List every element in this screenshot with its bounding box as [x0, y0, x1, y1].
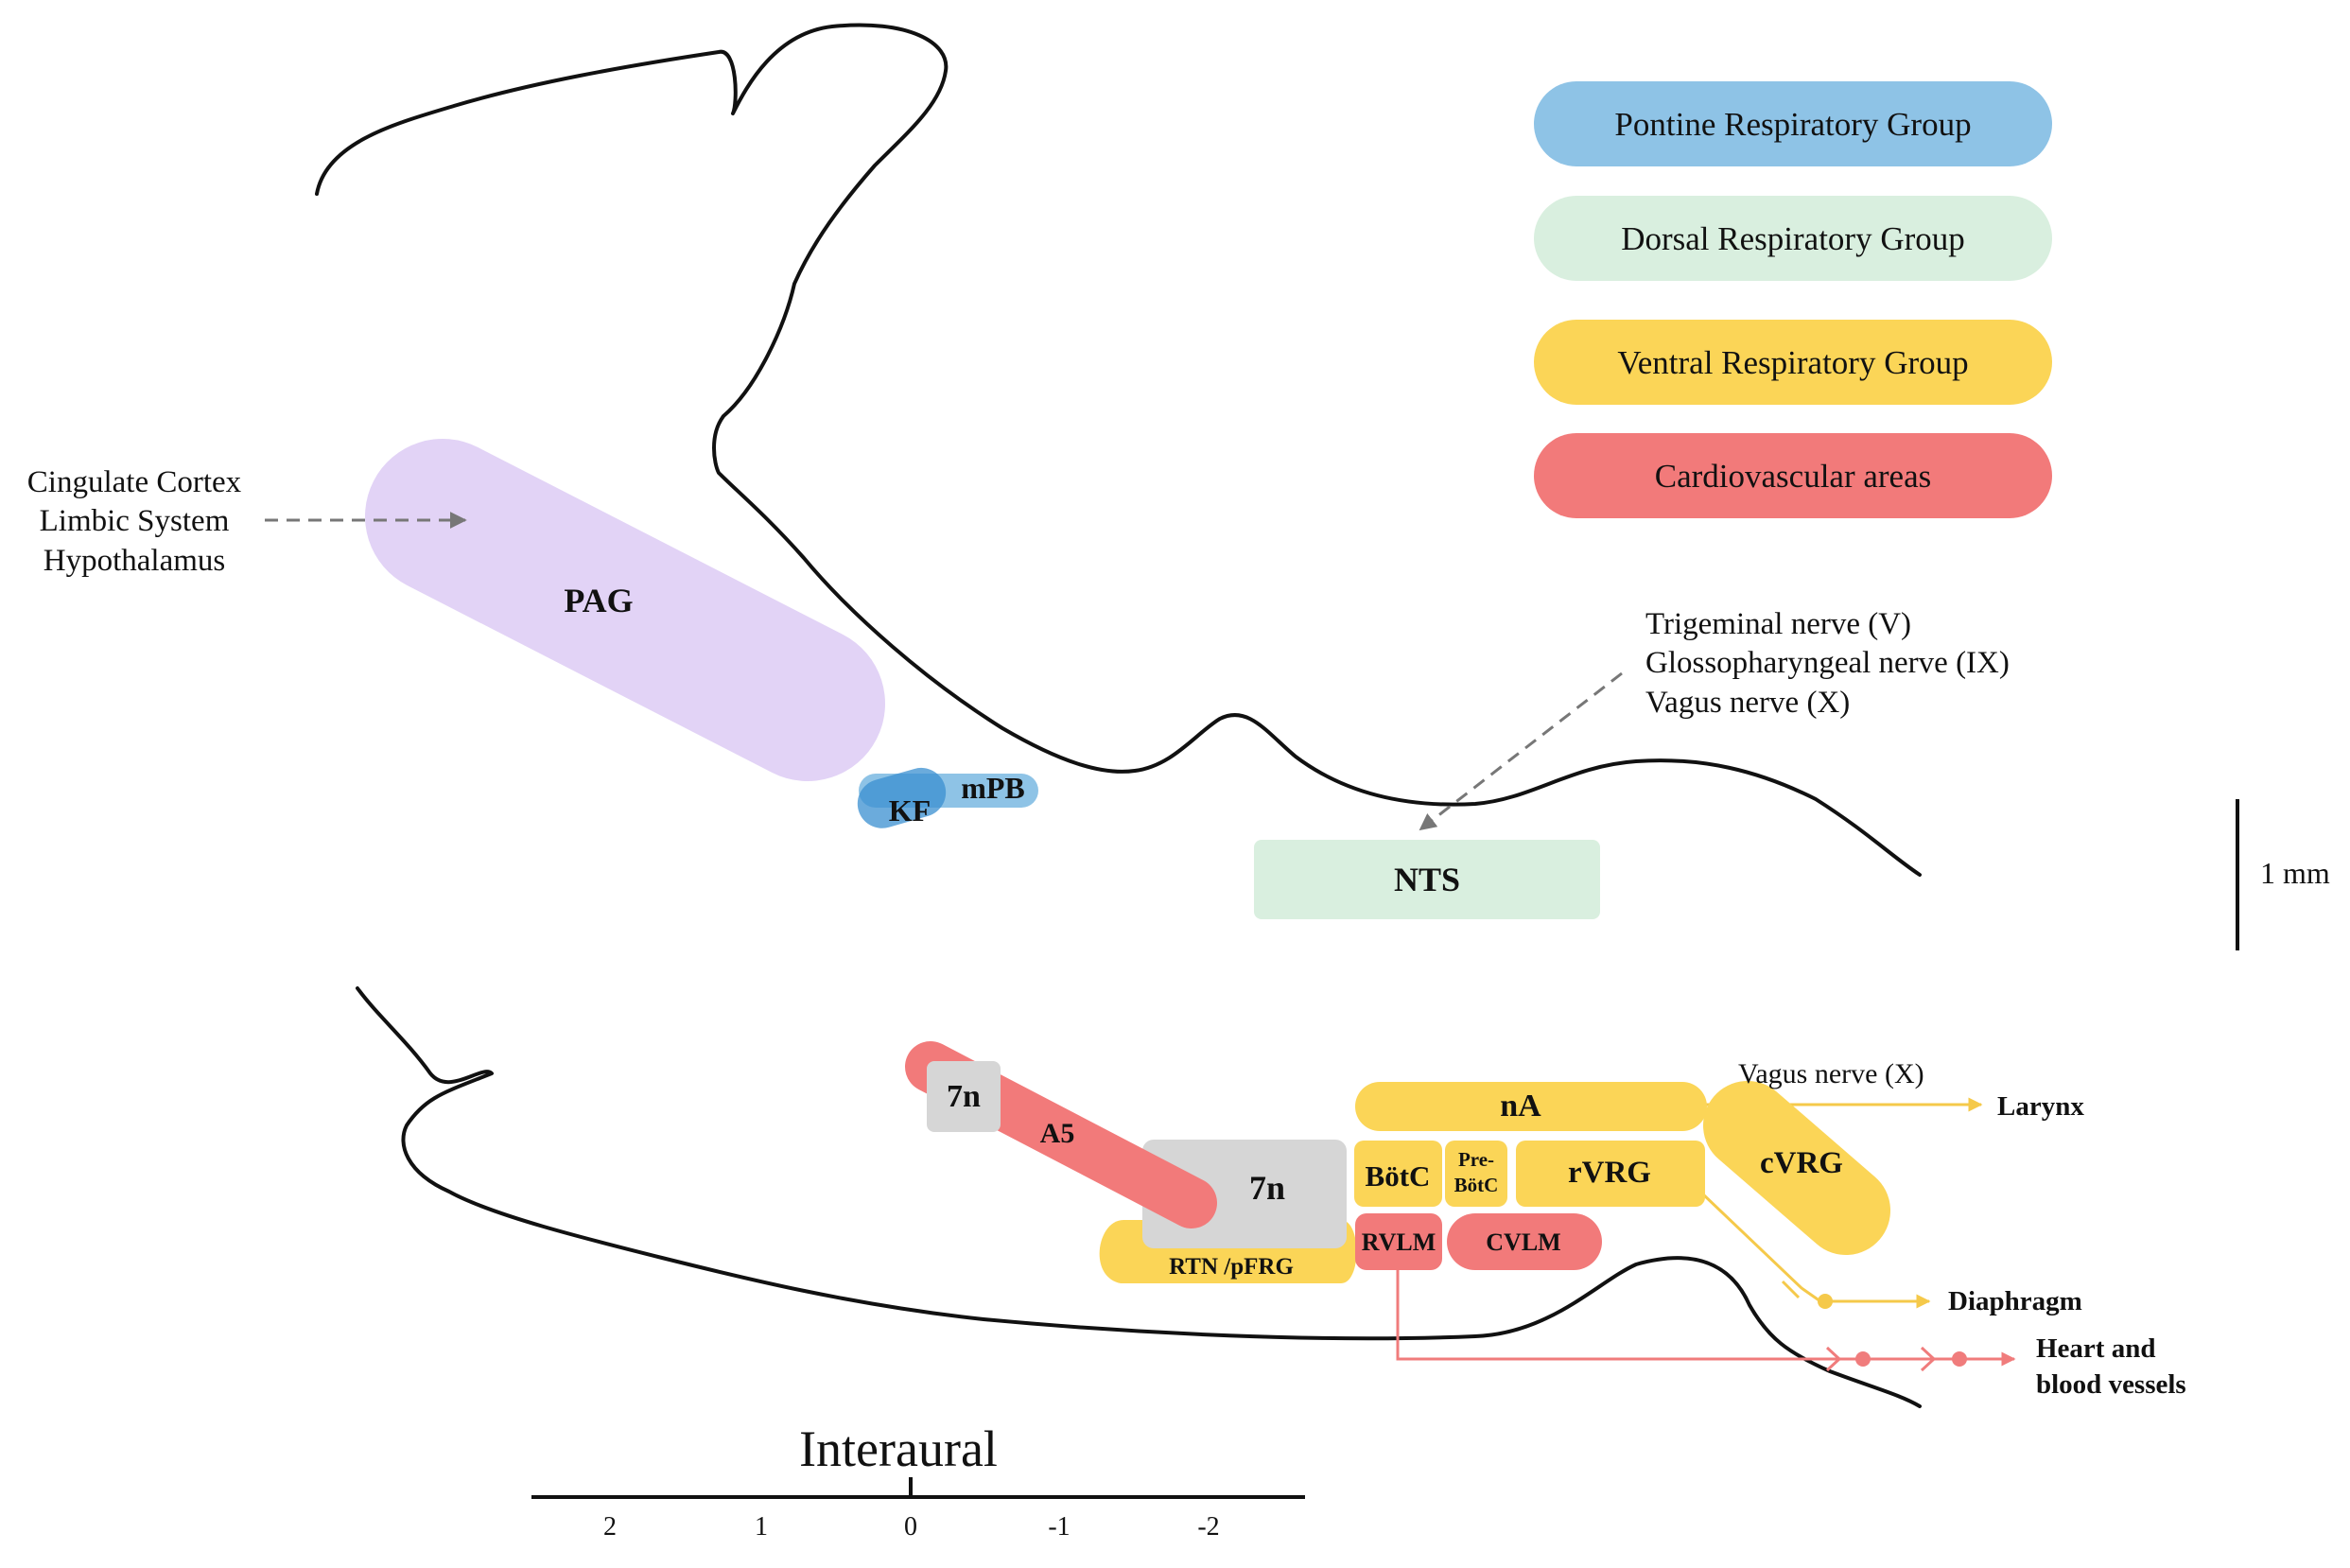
- legend-dorsal-label: Dorsal Respiratory Group: [1621, 220, 1965, 257]
- prebotc-shape: [1445, 1141, 1507, 1207]
- nts-region: NTS: [1254, 840, 1600, 919]
- rtn-label: RTN /pFRG: [1169, 1254, 1294, 1280]
- vagus-output-label: Vagus nerve (X): [1738, 1058, 1924, 1089]
- kf-shape: [857, 767, 947, 828]
- kf-label: KF: [889, 793, 931, 828]
- brainstem-ventral-outline: [356, 986, 1922, 1408]
- rvrg-region: rVRG: [1516, 1141, 1705, 1207]
- facial-nucleus-large-label: 7n: [1249, 1169, 1285, 1207]
- pag-label: PAG: [564, 582, 633, 619]
- legend-cardio-pill: [1534, 433, 2052, 518]
- cvlm-label: CVLM: [1486, 1228, 1560, 1256]
- prebotc-region: Pre- BötC: [1445, 1141, 1507, 1207]
- cvrg-label: cVRG: [1760, 1146, 1843, 1180]
- nts-label: NTS: [1394, 861, 1460, 898]
- legend-ventral-pill: [1534, 320, 2052, 405]
- facial-nucleus-small-label: 7n: [947, 1079, 981, 1114]
- nerve-label-vagus-input: Vagus nerve (X): [1645, 686, 1850, 720]
- legend-cardio-label: Cardiovascular areas: [1655, 458, 1932, 495]
- nerve-label-trigeminal: Trigeminal nerve (V): [1645, 607, 1911, 641]
- rvrg-shape: [1516, 1141, 1705, 1207]
- botc-label: BötC: [1366, 1159, 1431, 1193]
- facial-nucleus-small: 7n: [927, 1061, 1001, 1132]
- legend-pontine-label: Pontine Respiratory Group: [1614, 106, 1971, 143]
- diaphragm-fork: [1781, 1280, 1801, 1299]
- kf-mpb-region: mPB KF: [857, 767, 1038, 828]
- pag-region: PAG: [365, 439, 885, 781]
- axis-tick-label: 0: [904, 1512, 917, 1542]
- botc-shape: [1354, 1141, 1442, 1207]
- cardio-outputs: [1396, 1265, 2016, 1372]
- scale-bar-label: 1 mm: [2260, 856, 2330, 890]
- rvrg-label: rVRG: [1568, 1156, 1651, 1190]
- axis-tick-label: 2: [603, 1512, 617, 1542]
- brainstem-dorsal-outline: [315, 23, 1922, 877]
- na-region: nA: [1355, 1082, 1707, 1131]
- diaphragm-synapse-dot: [1818, 1294, 1833, 1309]
- facial-nucleus-small-shape: [927, 1061, 1001, 1132]
- rvlm-label: RVLM: [1362, 1228, 1436, 1256]
- heart-output-line: [1396, 1265, 2016, 1367]
- mpb-label: mPB: [961, 771, 1025, 805]
- rvlm-shape: [1355, 1213, 1442, 1270]
- heart-synapse-dot-1: [1855, 1351, 1871, 1367]
- input-label-limbic: Limbic System: [40, 504, 230, 538]
- higher-centers-input: Cingulate Cortex Limbic System Hypothala…: [27, 465, 467, 578]
- legend-pontine-pill: [1534, 81, 2052, 166]
- interaural-axis: Interaural 2 1 0 -1 -2: [531, 1420, 1305, 1542]
- prebotc-label-line2: BötC: [1454, 1174, 1499, 1196]
- heart-synapse-dot-2: [1952, 1351, 1967, 1367]
- axis-tick-label: -1: [1048, 1512, 1070, 1542]
- heart-label-line1: Heart and: [2036, 1333, 2155, 1364]
- legend-dorsal-pill: [1534, 196, 2052, 281]
- cvrg-shape: [1703, 1081, 1890, 1255]
- nts-shape: [1254, 840, 1600, 919]
- legend-ventral-label: Ventral Respiratory Group: [1617, 344, 1968, 381]
- legend: Pontine Respiratory Group Dorsal Respira…: [1534, 81, 2052, 518]
- cranial-nerves-input: Trigeminal nerve (V) Glossopharyngeal ne…: [1419, 607, 2010, 831]
- scale-bar: 1 mm: [2236, 799, 2330, 950]
- larynx-label: Larynx: [1997, 1091, 2084, 1122]
- heart-label-line2: blood vessels: [2036, 1369, 2186, 1400]
- na-shape: [1355, 1082, 1707, 1131]
- nerve-label-glossopharyngeal: Glossopharyngeal nerve (IX): [1645, 646, 2010, 680]
- a5-label: A5: [1040, 1118, 1075, 1149]
- rvlm-region: RVLM: [1355, 1213, 1442, 1270]
- diaphragm-output-line: [1700, 1192, 1931, 1309]
- prebotc-label-line1: Pre-: [1458, 1148, 1494, 1171]
- heart-fork-marks: [1825, 1346, 1937, 1372]
- cvrg-region: cVRG: [1703, 1081, 1890, 1255]
- input-label-cingulate: Cingulate Cortex: [27, 465, 242, 499]
- diaphragm-label: Diaphragm: [1948, 1286, 2082, 1316]
- botc-region: BötC: [1354, 1141, 1442, 1207]
- interaural-axis-title: Interaural: [799, 1420, 998, 1477]
- axis-tick-label: 1: [755, 1512, 768, 1542]
- axis-tick-label: -2: [1197, 1512, 1219, 1542]
- na-label: nA: [1500, 1089, 1541, 1124]
- input-label-hypothalamus: Hypothalamus: [44, 544, 225, 578]
- cvlm-region: CVLM: [1447, 1213, 1602, 1270]
- cvlm-shape: [1447, 1213, 1602, 1270]
